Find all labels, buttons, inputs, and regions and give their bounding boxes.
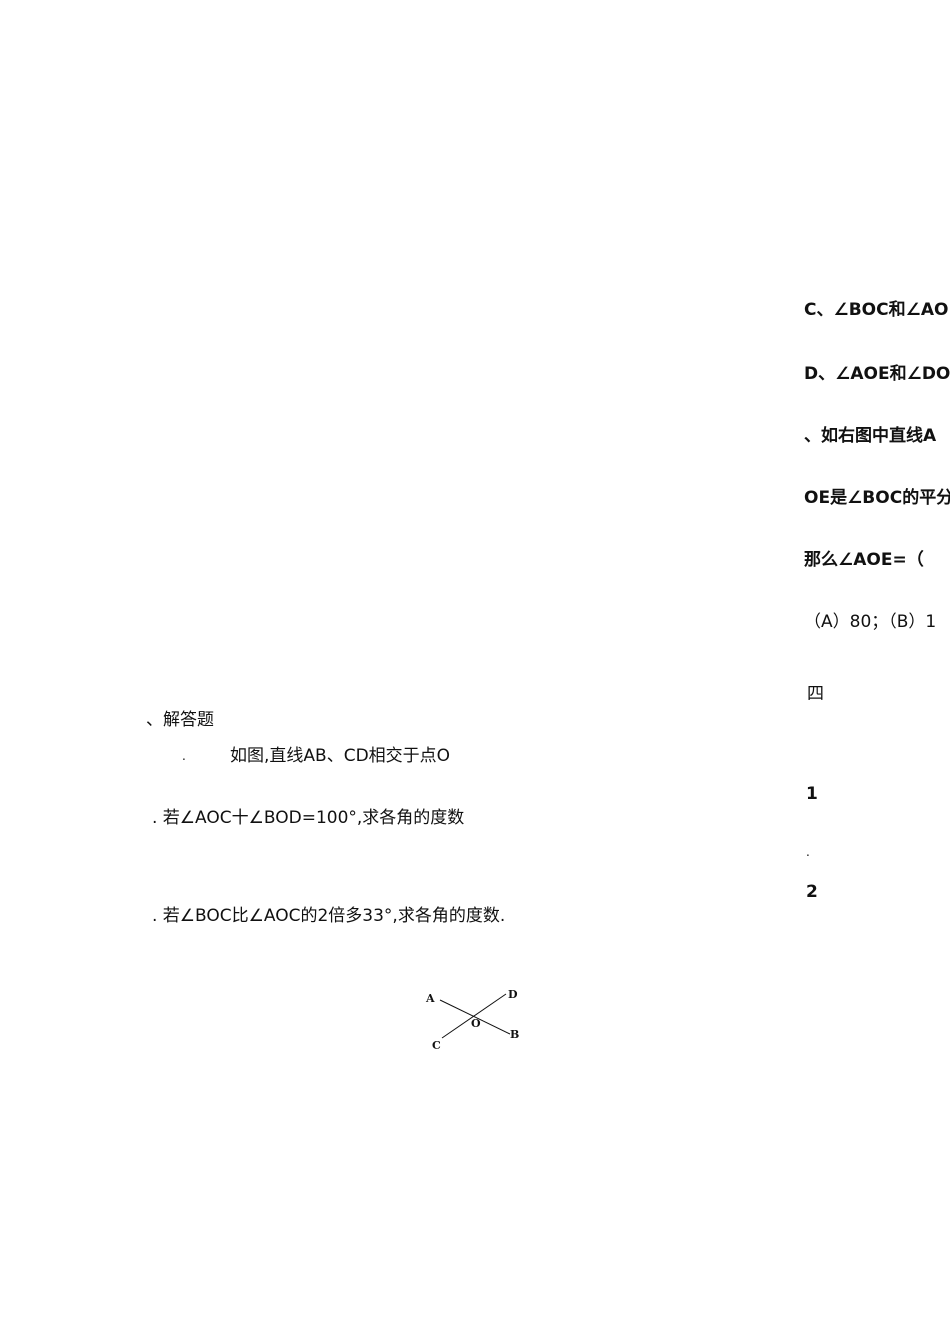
problem-marker: .: [182, 749, 186, 763]
line-cd: [441, 993, 507, 1039]
section-number: 四: [807, 684, 824, 704]
option-c-line: C、∠BOC和∠AOD: [804, 300, 950, 320]
question-intro: 、如右图中直线A: [804, 426, 937, 446]
intersecting-lines-diagram: A D O B C: [425, 988, 519, 1052]
label-d: D: [508, 988, 518, 1001]
item-number-2: 2: [806, 882, 818, 902]
label-c: C: [432, 1039, 441, 1052]
question-bisector: OE是∠BOC的平分: [804, 488, 950, 508]
option-d-line: D、∠AOE和∠DOE: [804, 364, 950, 384]
item-number-1: 1: [806, 784, 818, 804]
problem-part-2: . 若∠BOC比∠AOC的2倍多33°,求各角的度数.: [152, 906, 506, 926]
label-b: B: [510, 1028, 519, 1041]
label-o: O: [471, 1017, 481, 1030]
question-ask: 那么∠AOE=（: [804, 550, 924, 570]
item-dot: .: [806, 845, 810, 859]
problem-statement: 如图,直线AB、CD相交于点O: [230, 746, 451, 766]
answer-options: （A）80；（B）1: [804, 612, 937, 632]
problem-part-1: . 若∠AOC十∠BOD=100°,求各角的度数: [152, 808, 465, 828]
line-ab: [439, 999, 511, 1035]
label-a: A: [425, 992, 435, 1005]
section-title: 、解答题: [146, 710, 214, 730]
